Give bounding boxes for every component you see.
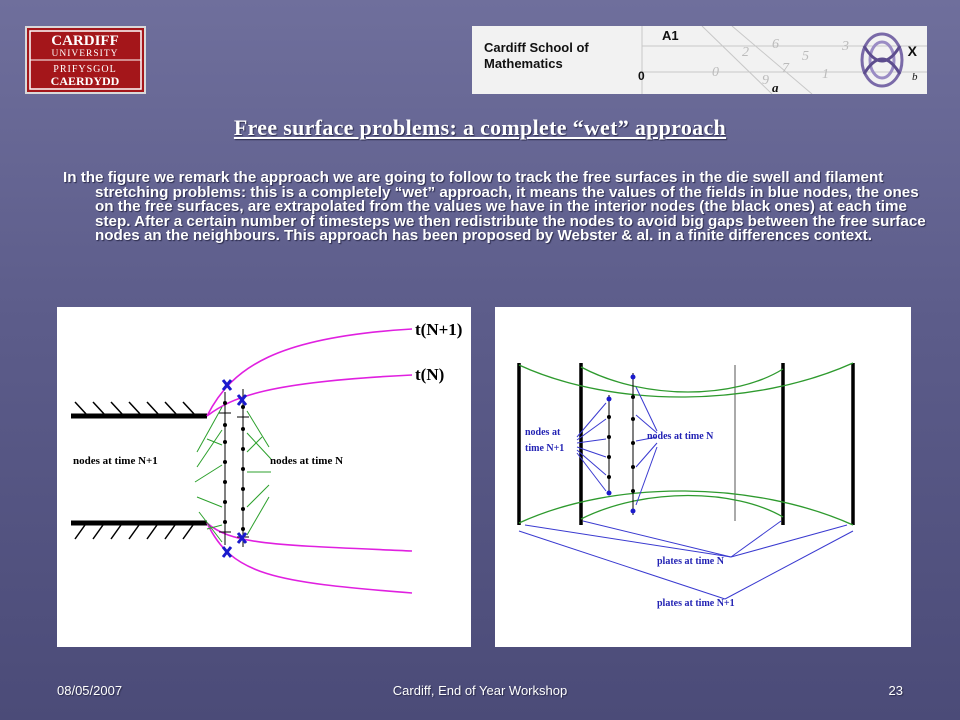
label-nodes-n: nodes at time N — [270, 455, 343, 467]
interior-nodes — [607, 395, 635, 493]
slide-body-text: In the figure we remark the approach we … — [63, 169, 926, 245]
label-plates-n1: plates at time N+1 — [657, 598, 735, 609]
svg-text:1: 1 — [822, 67, 829, 82]
free-surface-diagram-left: t(N+1) t(N) nodes at time N+1 nodes at t… — [57, 307, 471, 647]
interior-nodes — [223, 401, 245, 531]
die-wall-top — [71, 401, 207, 419]
label-t-next: t(N+1) — [415, 320, 462, 339]
label-nodes-n1: nodes at time N+1 — [73, 455, 158, 467]
symbol-x: X — [908, 43, 918, 59]
svg-text:PRIFYSGOL: PRIFYSGOL — [53, 64, 116, 75]
die-wall-bottom — [71, 520, 207, 540]
svg-text:3: 3 — [841, 39, 849, 54]
free-surface-nodes — [606, 374, 636, 514]
label-nodes-n1-line1: nodes at — [525, 427, 561, 438]
filament-stretching-diagram-right: nodes at time N+1 nodes at time N plates… — [495, 307, 911, 647]
label-t-now: t(N) — [415, 365, 444, 384]
free-surface-node-markers — [221, 379, 248, 558]
svg-text:CARDIFF: CARDIFF — [51, 33, 119, 49]
svg-text:9: 9 — [762, 73, 769, 88]
symbol-b: b — [912, 71, 918, 83]
plates — [517, 363, 855, 525]
label-nodes-n1-line2: time N+1 — [525, 443, 564, 454]
slide-title: Free surface problems: a complete “wet” … — [233, 115, 727, 140]
symbol-a: a — [772, 80, 779, 94]
svg-text:UNIVERSITY: UNIVERSITY — [52, 49, 119, 59]
symbol-a1: A1 — [662, 28, 679, 43]
svg-text:CAERDYDD: CAERDYDD — [51, 74, 120, 88]
knot-emblem-icon — [860, 32, 904, 88]
svg-text:2: 2 — [742, 45, 749, 60]
node-arrows — [518, 386, 854, 600]
free-surface-curves — [206, 328, 413, 594]
footer-page-number: 23 — [888, 683, 903, 698]
symbol-zero: 0 — [638, 69, 645, 83]
filament-surfaces — [518, 362, 854, 526]
footer-event: Cardiff, End of Year Workshop — [392, 683, 568, 698]
svg-text:0: 0 — [712, 65, 719, 80]
svg-text:5: 5 — [802, 49, 809, 64]
label-nodes-n: nodes at time N — [647, 431, 714, 442]
school-name: Cardiff School of Mathematics — [484, 40, 589, 71]
footer-date: 08/05/2007 — [57, 683, 123, 698]
svg-text:7: 7 — [782, 61, 790, 76]
label-plates-n: plates at time N — [657, 556, 725, 567]
extrapolation-arrows — [194, 406, 272, 543]
svg-text:6: 6 — [772, 37, 779, 52]
cardiff-university-logo: CARDIFF UNIVERSITY PRIFYSGOL CAERDYDD — [25, 26, 146, 94]
